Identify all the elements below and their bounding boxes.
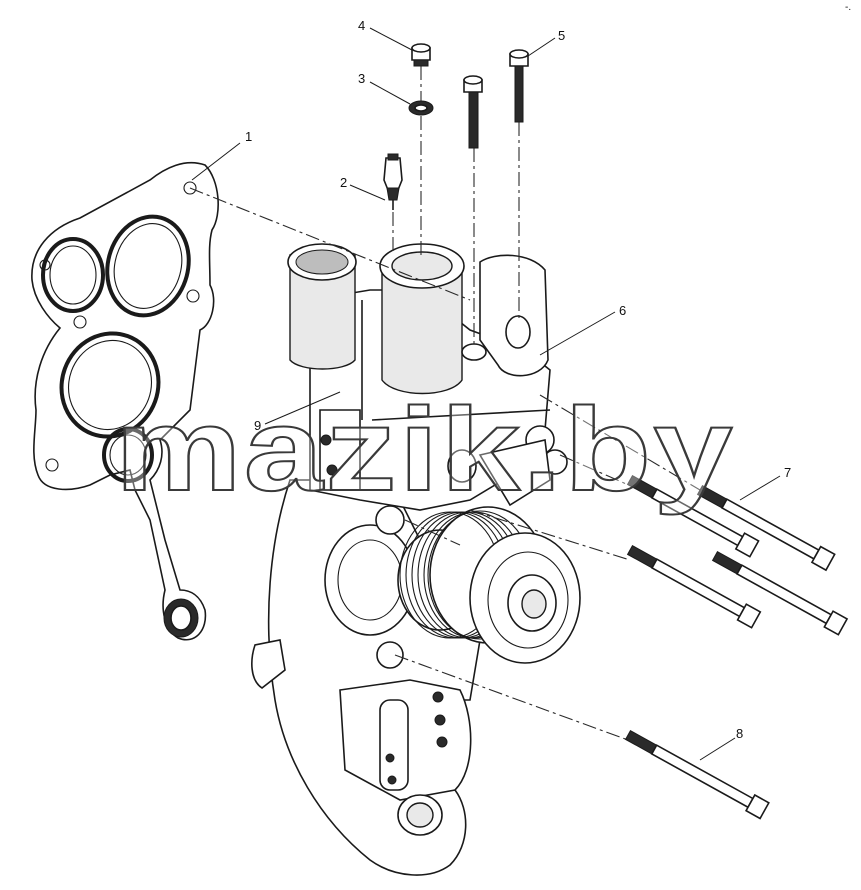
callout-2: 2	[340, 175, 347, 190]
callout-1: 1	[245, 129, 252, 144]
sensor-part-2	[383, 153, 403, 210]
callout-8: 8	[736, 726, 743, 741]
assembly-axis-lines	[189, 66, 701, 741]
gasket-part-1	[31, 161, 219, 641]
bolt-part-5	[509, 49, 529, 123]
bolts-part-7	[626, 474, 849, 636]
plug-bolt-part-4	[411, 43, 431, 67]
callout-labels: 1 2 3 4 5 6 7 8 9 -.	[245, 2, 851, 741]
bolt-short	[463, 75, 483, 149]
callout-3: 3	[358, 71, 365, 86]
leader-lines	[191, 27, 781, 761]
watermark-text: mazik.by	[115, 384, 735, 516]
callout-6: 6	[619, 303, 626, 318]
bolt-part-8	[624, 729, 770, 820]
washer-part-3	[408, 100, 434, 116]
callout-9: 9	[254, 418, 261, 433]
pulley	[399, 506, 581, 664]
callout-4: 4	[358, 18, 365, 33]
corner-mark: -.	[845, 2, 851, 13]
callout-5: 5	[558, 28, 565, 43]
callout-7: 7	[784, 465, 791, 480]
pump-housing	[251, 243, 568, 876]
